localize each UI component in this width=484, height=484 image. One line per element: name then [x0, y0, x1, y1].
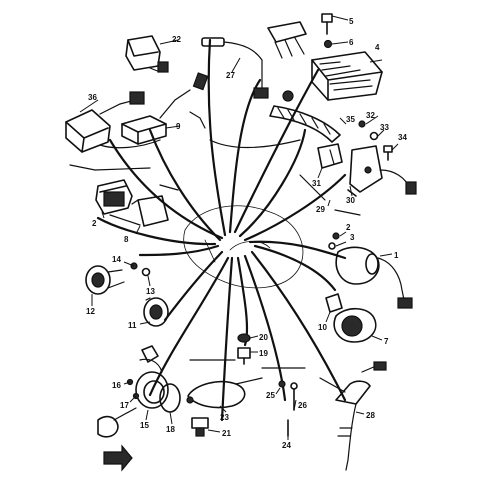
- callout-22: 22: [172, 35, 181, 44]
- callout-labels: 22 36 9 27 5 6 4 35 32 33 34 31 30 29 2 …: [86, 17, 407, 450]
- relay-30: [349, 145, 417, 195]
- rectifier-regulator-4: [267, 21, 383, 101]
- callout-19: 19: [259, 349, 268, 358]
- washer-20: [237, 333, 251, 343]
- callout-14: 14: [112, 255, 121, 264]
- washer-25: [278, 380, 286, 388]
- nut-32: [358, 120, 366, 128]
- bracket-10: [325, 293, 343, 313]
- callout-1: 1: [394, 251, 399, 260]
- callout-25: 25: [266, 391, 275, 400]
- callout-11: 11: [128, 321, 137, 330]
- switch-2: [95, 179, 133, 215]
- washer-3: [328, 242, 336, 250]
- callout-6: 6: [349, 38, 354, 47]
- sensor-lead-27: [201, 37, 269, 99]
- callout-5: 5: [349, 17, 354, 26]
- bolt-34: [383, 145, 393, 161]
- callout-17: 17: [120, 401, 129, 410]
- callout-28: 28: [366, 411, 375, 420]
- callout-2b: 2: [346, 223, 351, 232]
- callout-36: 36: [88, 93, 97, 102]
- wire-harness: [96, 38, 347, 422]
- lead-23: [186, 377, 263, 409]
- horn-11: [143, 297, 169, 327]
- callout-8: 8: [124, 235, 129, 244]
- cover-8: [131, 195, 169, 227]
- arrow-marker: [103, 444, 133, 472]
- callout-3: 3: [350, 233, 355, 242]
- leader-lines: [79, 15, 399, 440]
- fuse-29: [347, 189, 357, 197]
- connector-block-9: [121, 72, 209, 145]
- callout-18: 18: [166, 425, 175, 434]
- bracket-31: [317, 143, 343, 169]
- callout-12: 12: [86, 307, 95, 316]
- callout-27: 27: [226, 71, 235, 80]
- switch-19: [237, 347, 251, 365]
- callout-21: 21: [222, 429, 231, 438]
- bulb-socket: [97, 407, 137, 438]
- callout-2: 2: [92, 219, 97, 228]
- sensor-21: [191, 417, 209, 437]
- flasher-relay-36: [65, 91, 145, 153]
- callout-23: 23: [220, 413, 229, 422]
- callout-24: 24: [282, 441, 291, 450]
- gauge-15: [135, 345, 169, 409]
- callout-4: 4: [375, 43, 380, 52]
- callout-30: 30: [346, 196, 355, 205]
- wire-loom-35: [269, 90, 341, 143]
- callout-16: 16: [112, 381, 121, 390]
- callout-35: 35: [346, 115, 355, 124]
- horn-12: [85, 265, 125, 295]
- bolt-2-right: [332, 232, 340, 240]
- nut-13: [141, 267, 151, 277]
- callout-15: 15: [140, 421, 149, 430]
- bolt-5: [321, 13, 333, 35]
- callout-33: 33: [380, 123, 389, 132]
- callout-7: 7: [384, 337, 389, 346]
- callout-29: 29: [316, 205, 325, 214]
- callout-10: 10: [318, 323, 327, 332]
- bolt-26: [290, 382, 298, 411]
- group-dividers: [69, 111, 361, 393]
- callout-34: 34: [398, 133, 407, 142]
- washer-33: [369, 131, 379, 141]
- callout-13: 13: [146, 287, 155, 296]
- relay-unit-22: [125, 35, 169, 73]
- starter-relay-7: [333, 307, 377, 343]
- callout-9: 9: [176, 122, 181, 131]
- callout-26: 26: [298, 401, 307, 410]
- washer-6: [323, 39, 333, 49]
- neutral-switch-28: [335, 361, 387, 471]
- ignition-coil-1: [335, 246, 413, 309]
- callout-31: 31: [312, 179, 321, 188]
- callout-20: 20: [259, 333, 268, 342]
- callout-32: 32: [366, 111, 375, 120]
